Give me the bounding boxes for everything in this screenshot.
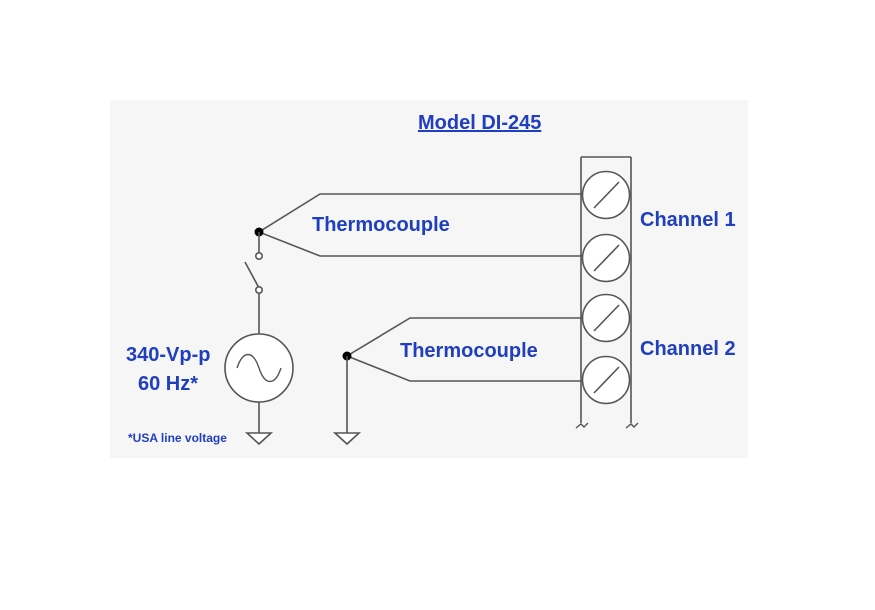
channel-2-label: Channel 2 bbox=[640, 338, 736, 360]
terminal-block bbox=[575, 156, 639, 429]
ground-icon-1 bbox=[244, 432, 274, 446]
ac-source-icon bbox=[224, 333, 294, 433]
footnote: *USA line voltage bbox=[128, 431, 227, 445]
diagram-title: Model DI-245 bbox=[418, 112, 542, 134]
thermocouple-1-label: Thermocouple bbox=[312, 214, 450, 236]
ground-icon-2 bbox=[332, 432, 362, 446]
switch bbox=[244, 232, 264, 334]
source-voltage-label: 340-Vp-p bbox=[126, 344, 211, 366]
thermocouple-2-wires bbox=[342, 317, 583, 433]
screw-terminal-3 bbox=[581, 293, 631, 343]
diagram-background bbox=[110, 100, 748, 458]
screw-terminal-1 bbox=[581, 170, 631, 220]
channel-1-label: Channel 1 bbox=[640, 209, 736, 231]
screw-terminal-2 bbox=[581, 233, 631, 283]
source-frequency-label: 60 Hz* bbox=[138, 373, 199, 395]
thermocouple-2-label: Thermocouple bbox=[400, 340, 538, 362]
screw-terminal-4 bbox=[581, 355, 631, 405]
